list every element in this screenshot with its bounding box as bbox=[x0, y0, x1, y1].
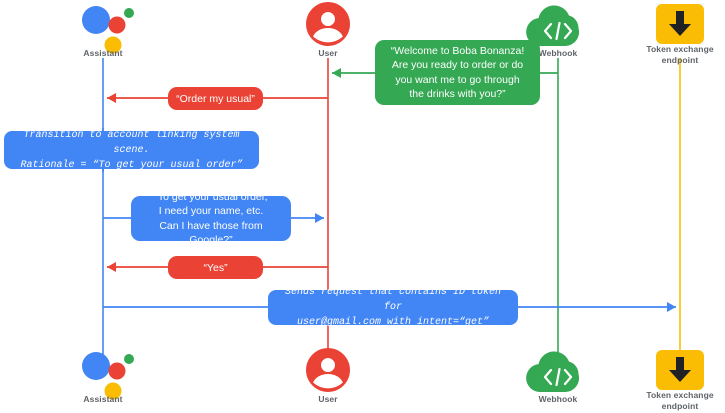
message-bubble-order-my-usual: “Order my usual” bbox=[168, 87, 263, 110]
message-note-transition: Transition to account linking system sce… bbox=[4, 130, 259, 171]
actor-label-assistant-bottom: Assistant bbox=[83, 394, 123, 404]
user-avatar-icon-bottom bbox=[306, 348, 351, 392]
message-bubble-welcome: “Welcome to Boba Bonanza! Are you ready … bbox=[375, 40, 540, 105]
actor-label-assistant-top: Assistant bbox=[83, 48, 123, 58]
actor-label-user-top: User bbox=[318, 48, 338, 58]
actor-label-webhook-bottom: Webhook bbox=[538, 394, 578, 404]
assistant-icon-bottom bbox=[82, 352, 134, 400]
assistant-icon-top bbox=[82, 6, 134, 54]
actor-label-user-bottom: User bbox=[318, 394, 338, 404]
message-note-sends-request: Sends request that contains ID token for… bbox=[268, 287, 518, 328]
message-bubble-yes: “Yes” bbox=[168, 256, 263, 279]
user-avatar-icon-top bbox=[306, 2, 351, 46]
actor-label-endpoint-top: Token exchange endpoint bbox=[646, 44, 714, 65]
download-box-icon-bottom bbox=[656, 350, 704, 390]
actor-label-webhook-top: Webhook bbox=[538, 48, 578, 58]
cloud-code-icon-bottom bbox=[526, 351, 580, 392]
download-box-icon-top bbox=[656, 4, 704, 44]
actor-label-endpoint-bottom: Token exchange endpoint bbox=[646, 390, 714, 411]
cloud-code-icon-top bbox=[526, 5, 580, 46]
message-bubble-request-name: “To get your usual order, I need your na… bbox=[131, 191, 291, 246]
